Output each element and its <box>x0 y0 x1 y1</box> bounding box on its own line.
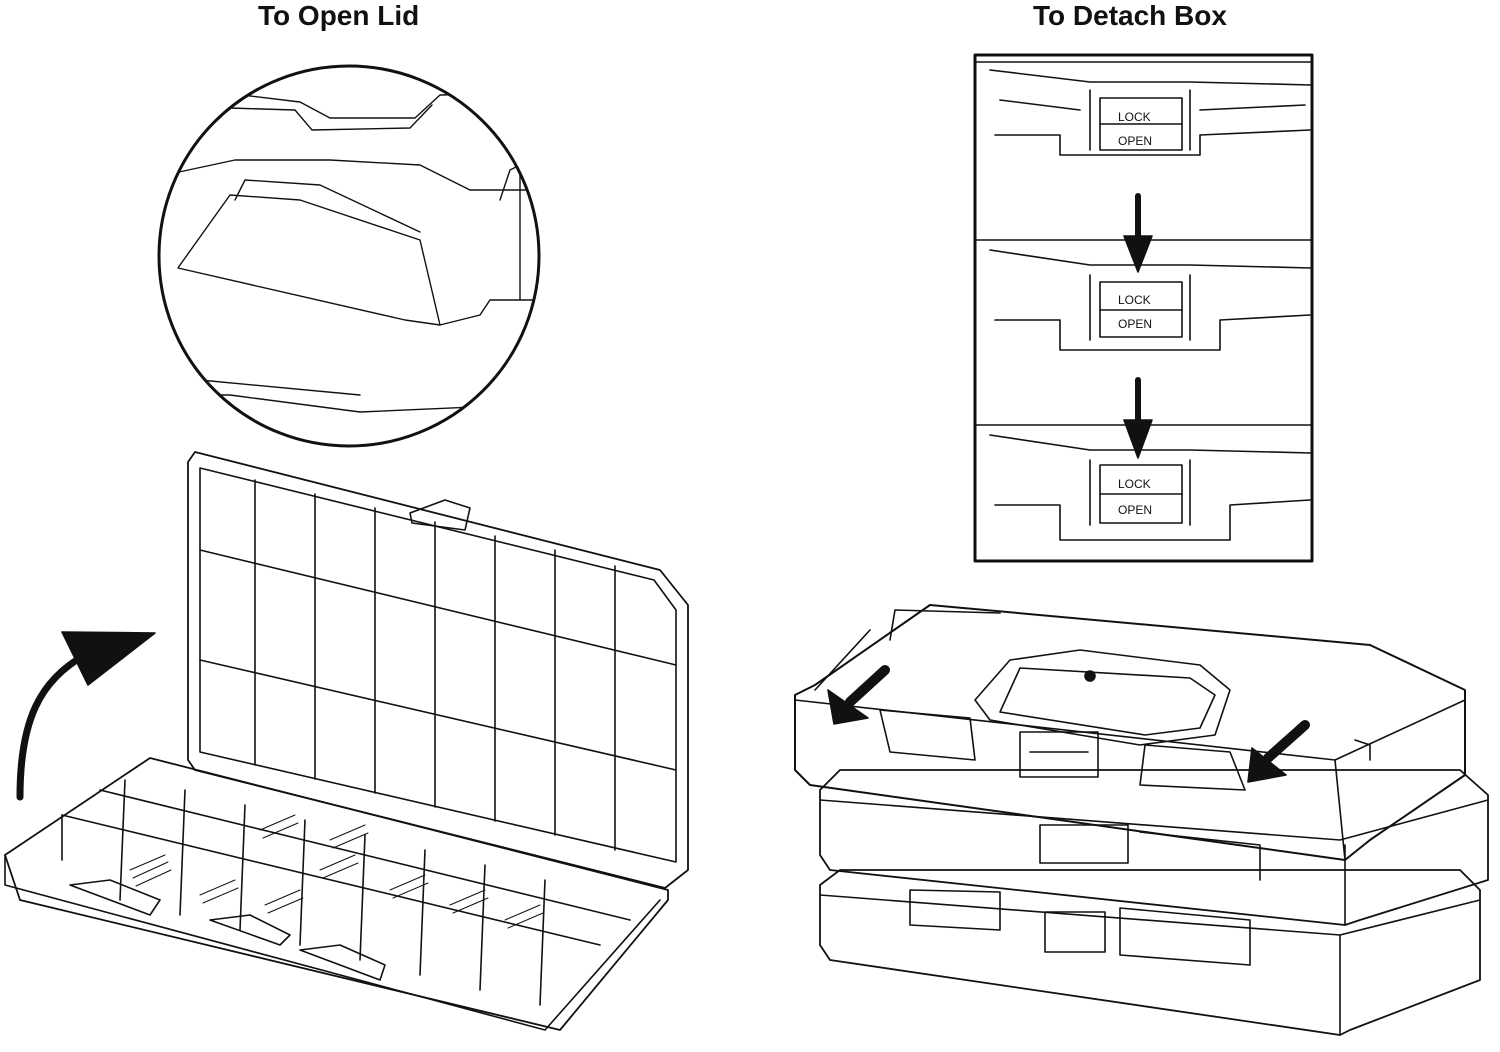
open-organizer-box <box>4 451 689 1031</box>
press-down-arrow-1 <box>1123 193 1153 273</box>
lid-clasp-zoom-circle <box>157 64 541 448</box>
title-to-open-lid: To Open Lid <box>258 0 420 31</box>
latch-lock-label-1: LOCK <box>1118 110 1151 124</box>
lid-clasp <box>409 499 471 531</box>
open-lid-arrow <box>16 631 156 801</box>
press-down-arrow-2 <box>1123 377 1153 459</box>
latch-lock-label-2: LOCK <box>1118 293 1151 307</box>
detach-arrow-right <box>1247 720 1310 783</box>
stacked-boxes <box>794 604 1489 1036</box>
latch-open-label-2: OPEN <box>1118 317 1152 331</box>
latch-open-label-3: OPEN <box>1118 503 1152 517</box>
detach-arrow-left <box>827 665 890 725</box>
detach-latch-steps-panel: LOCK OPEN LOCK OPEN LOCK OPEN <box>973 53 1314 563</box>
latch-lock-label-3: LOCK <box>1118 477 1151 491</box>
latch-open-label-1: OPEN <box>1118 134 1152 148</box>
title-to-detach-box: To Detach Box <box>1033 0 1227 31</box>
